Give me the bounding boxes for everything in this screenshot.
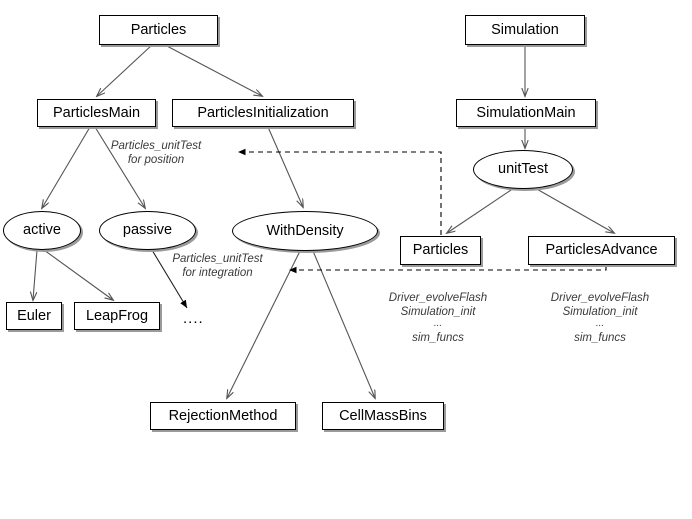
edge-unittest-particlesadvance	[534, 187, 614, 233]
node-label: Particles	[412, 242, 469, 259]
edge-dashed-particlesadvance-integration	[289, 266, 607, 274]
annotation-position: Particles_unitTest for position	[110, 140, 202, 167]
node-label: Euler	[17, 307, 51, 324]
node-label: CellMassBins	[339, 407, 427, 424]
edge-particlesmain-active	[42, 126, 91, 208]
edge-active-leapfrog	[43, 249, 113, 300]
annotation-sim-funcs-left: Driver_evolveFlash Simulation_init	[388, 292, 488, 319]
edge-dashed-particles-position	[238, 148, 442, 235]
node-label: WithDensity	[266, 222, 344, 239]
node-label: passive	[122, 222, 173, 239]
node-simulation[interactable]: Simulation	[465, 15, 585, 45]
edge-withdensity-cellmassbins	[312, 250, 375, 398]
node-label: active	[23, 222, 61, 239]
node-cellmassbins[interactable]: CellMassBins	[322, 402, 444, 430]
node-leapfrog[interactable]: LeapFrog	[74, 302, 160, 330]
edge-withdensity-rejectionmethod	[227, 250, 301, 398]
edge-particlesmain-passive	[94, 126, 145, 208]
node-label: Simulation	[491, 21, 559, 38]
edge-passive-ellipsis	[151, 249, 188, 309]
node-particlesadvance[interactable]: ParticlesAdvance	[528, 236, 675, 265]
node-label: SimulationMain	[476, 104, 576, 121]
node-passive[interactable]: passive	[99, 211, 196, 250]
annotation-integration: Particles_unitTest for integration	[172, 253, 263, 280]
node-label: LeapFrog	[85, 307, 149, 324]
node-particlesmain[interactable]: ParticlesMain	[37, 99, 156, 127]
ellipsis-marker: ....	[183, 310, 204, 327]
node-label: ParticlesInitialization	[197, 104, 329, 121]
annotation-sim-funcs-left-dots: ...	[433, 318, 443, 329]
node-label: RejectionMethod	[168, 407, 278, 424]
node-euler[interactable]: Euler	[6, 302, 62, 330]
node-particlesinitialization[interactable]: ParticlesInitialization	[172, 99, 354, 127]
annotation-sim-funcs-right-dots: ...	[595, 318, 605, 329]
edge-particles-particlesmain	[97, 44, 153, 96]
node-label: ParticlesAdvance	[545, 242, 658, 259]
node-active[interactable]: active	[3, 211, 81, 250]
node-particles[interactable]: Particles	[99, 15, 218, 45]
node-simulationmain[interactable]: SimulationMain	[456, 99, 596, 127]
edge-active-euler	[33, 249, 38, 300]
node-label: Particles	[130, 21, 187, 38]
annotation-sim-funcs-right: Driver_evolveFlash Simulation_init	[550, 292, 650, 319]
node-unittest[interactable]: unitTest	[473, 150, 573, 189]
edge-particles-particlesinit	[164, 44, 262, 96]
node-rejectionmethod[interactable]: RejectionMethod	[150, 402, 296, 430]
annotation-sim-funcs-right-name: sim_funcs	[574, 332, 626, 344]
node-sim-particles[interactable]: Particles	[400, 236, 481, 265]
node-withdensity[interactable]: WithDensity	[232, 211, 378, 251]
edge-unittest-particles	[447, 187, 515, 233]
annotation-sim-funcs-left-name: sim_funcs	[412, 332, 464, 344]
node-label: ParticlesMain	[52, 104, 141, 121]
edge-particlesinit-withdensity	[267, 126, 303, 207]
node-label: unitTest	[498, 161, 548, 178]
